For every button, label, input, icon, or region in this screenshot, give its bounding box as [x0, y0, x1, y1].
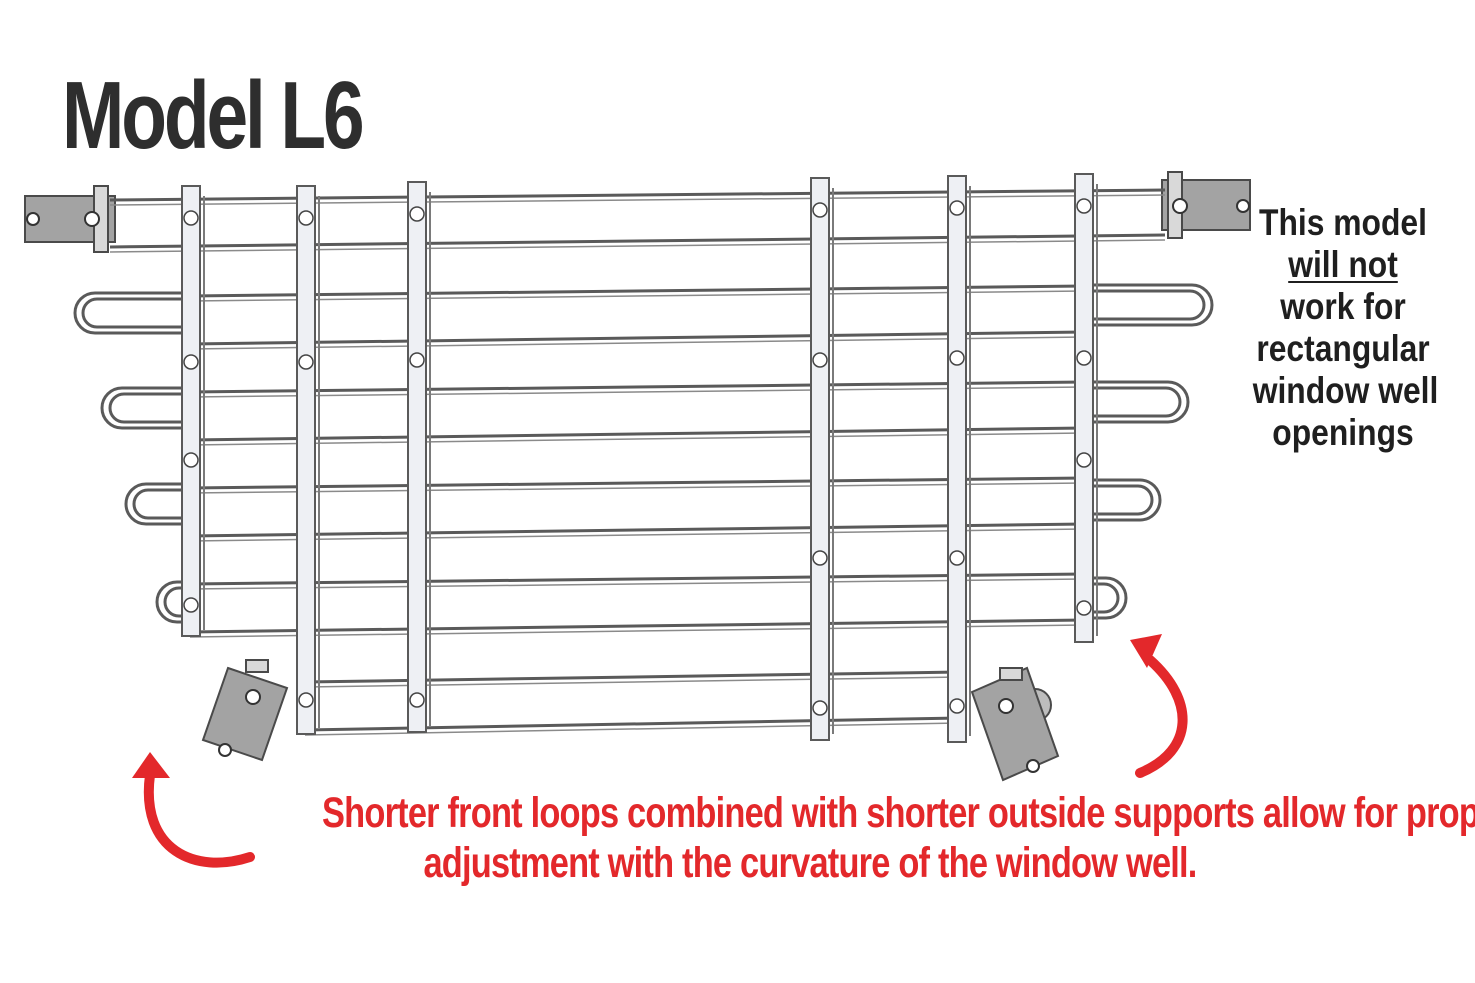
bolt-icon: [812, 202, 828, 218]
right-loops: [1085, 283, 1214, 620]
rail-bar-edge: [189, 432, 1086, 446]
model-title: Model L6: [62, 62, 365, 169]
bolt-icon: [1076, 600, 1092, 616]
bolt-icon: [812, 550, 828, 566]
bolt-icon: [812, 700, 828, 716]
note-line-emphasis: will not: [1253, 244, 1434, 286]
bolt-icon: [183, 210, 199, 226]
bolt-icon: [409, 352, 425, 368]
vertical-supports: [181, 173, 1098, 743]
support-post: [947, 175, 967, 743]
note-line: window well: [1252, 370, 1439, 411]
note-line: This model: [1259, 202, 1427, 243]
feature-caption: Shorter front loops combined with shorte…: [200, 788, 1475, 888]
rail-bar: [189, 426, 1086, 442]
rail-bar-edge: [189, 624, 1086, 638]
rail-bar-edge: [189, 290, 1086, 302]
bottom-left-bracket: [201, 659, 289, 762]
rail-bar-edge: [189, 336, 1086, 350]
top-right-bracket: [1161, 171, 1251, 239]
bottom-right-bracket: [970, 666, 1060, 782]
rail-bar: [304, 670, 961, 684]
rail-bar: [304, 716, 961, 732]
bolt-icon: [949, 350, 965, 366]
support-post: [1074, 173, 1094, 643]
bolt-icon: [183, 597, 199, 613]
bolt-icon: [409, 206, 425, 222]
left-loops: [73, 291, 200, 624]
bolt-icon: [812, 352, 828, 368]
rail-bar: [189, 330, 1086, 346]
rail-bar: [189, 476, 1086, 490]
caption-line: adjustment with the curvature of the win…: [423, 839, 1197, 887]
left-red-arrow: [143, 770, 255, 868]
rail-bar: [189, 618, 1086, 634]
bolt-icon: [183, 452, 199, 468]
bolt-icon: [949, 200, 965, 216]
bolt-icon: [298, 354, 314, 370]
bolt-icon: [183, 354, 199, 370]
caption-line: Shorter front loops combined with shorte…: [322, 789, 1475, 837]
support-post: [296, 185, 316, 735]
support-post: [810, 177, 830, 741]
bolt-icon: [1076, 452, 1092, 468]
horizontal-bars: [109, 188, 1166, 736]
right-red-arrow: [1135, 655, 1188, 778]
rail-bar: [189, 572, 1086, 586]
rail-bar: [189, 380, 1086, 394]
note-underlined-text: will not: [1288, 244, 1398, 285]
bolt-icon: [1076, 198, 1092, 214]
compatibility-note: This model will not work for rectangular…: [1238, 202, 1448, 454]
top-left-bracket: [24, 185, 116, 253]
rail-bar-edge: [109, 239, 1166, 253]
right-arrowhead: [1130, 634, 1162, 668]
bolt-icon: [949, 550, 965, 566]
rail-bar: [189, 284, 1086, 298]
bolt-icon: [409, 692, 425, 708]
rail-bar-edge: [109, 194, 1166, 206]
rail-bar-edge: [189, 528, 1086, 542]
rail-bar: [109, 188, 1166, 202]
bolt-icon: [949, 698, 965, 714]
support-post: [181, 185, 201, 637]
note-line: rectangular: [1256, 328, 1430, 369]
bolt-icon: [1076, 350, 1092, 366]
rail-bar-edge: [189, 482, 1086, 494]
rail-bar: [109, 233, 1166, 249]
bolt-icon: [298, 692, 314, 708]
rail-bar: [189, 522, 1086, 538]
left-arrowhead: [132, 752, 170, 778]
note-line: openings: [1272, 412, 1414, 453]
support-post: [407, 181, 427, 733]
rail-bar-edge: [189, 578, 1086, 590]
bolt-icon: [298, 210, 314, 226]
note-line: work for: [1280, 286, 1406, 327]
rail-bar-edge: [189, 386, 1086, 398]
